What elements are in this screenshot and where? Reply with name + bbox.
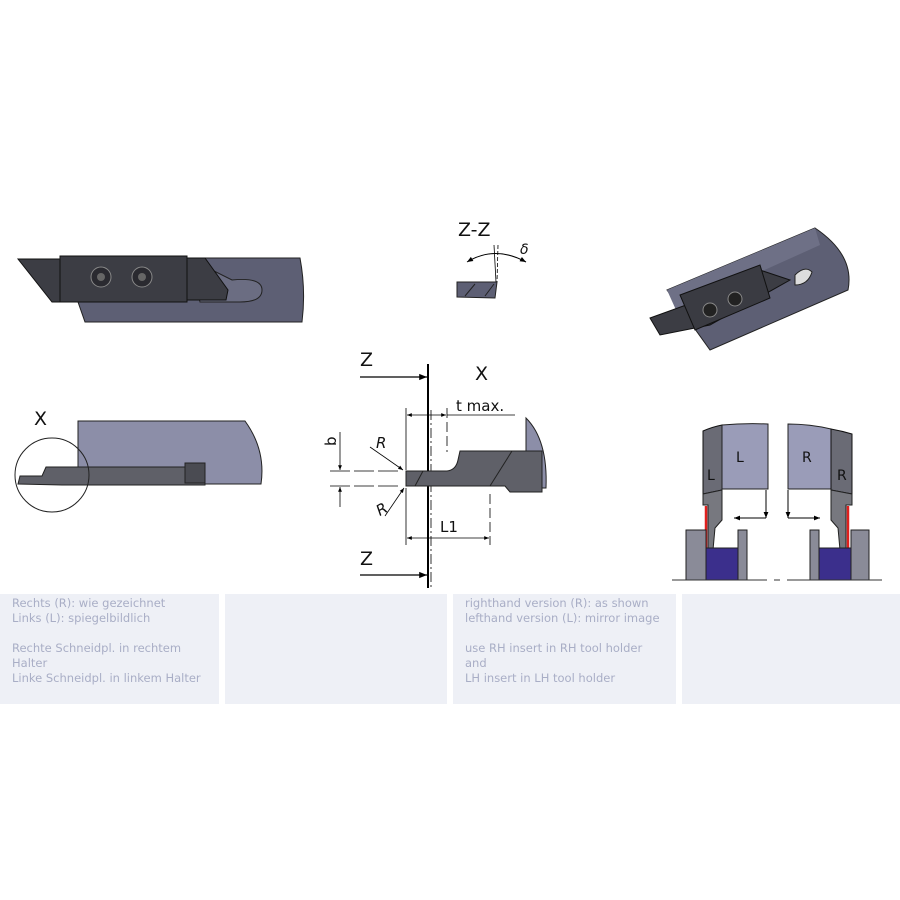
left-right-application-view: L L R R (672, 423, 882, 581)
cut-label-top: Z (360, 349, 373, 371)
label-left-insert: L (707, 468, 715, 484)
technical-drawing: Z-Z δ X Z Z X (14, 219, 882, 588)
info-text: Rechts (R): wie gezeichnet (12, 596, 166, 610)
dimension-r-bottom: R (373, 499, 391, 520)
info-text: lefthand version (L): mirror image (465, 611, 660, 625)
dimension-r-top: R (376, 434, 386, 452)
tool-holder-side-view (16, 255, 305, 323)
info-text: Rechte Schneidpl. in rechtem Halter (12, 641, 182, 670)
info-box-german: Rechts (R): wie gezeichnet Links (L): sp… (0, 594, 219, 704)
screw-icon (727, 291, 743, 307)
info-text: Linke Schneidpl. in linkem Halter (12, 671, 201, 685)
label-right-block: R (802, 450, 812, 466)
info-box-empty (682, 594, 900, 704)
info-text: Links (L): spiegelbildlich (12, 611, 151, 625)
label-left-block: L (736, 450, 744, 466)
screw-icon (90, 266, 112, 288)
detail-label: X (34, 408, 47, 430)
screw-icon (702, 302, 718, 318)
dimension-t-max: t max. (456, 397, 504, 415)
section-label: Z-Z (458, 219, 491, 241)
dimension-b: b (322, 436, 340, 446)
angle-symbol: δ (520, 242, 529, 258)
detail-label: X (475, 363, 488, 385)
tool-holder-3d-view (649, 227, 850, 351)
detail-x-overview: X (14, 408, 263, 513)
dimension-l1: L1 (440, 518, 458, 536)
info-box-empty (225, 594, 447, 704)
info-box-english: righthand version (R): as shown lefthand… (453, 594, 676, 704)
info-text: righthand version (R): as shown (465, 596, 649, 610)
screw-icon (131, 266, 153, 288)
section-z-z: Z-Z δ (456, 219, 529, 299)
info-text: LH insert in LH tool holder (465, 671, 616, 685)
label-right-insert: R (837, 468, 847, 484)
cut-label-bottom: Z (360, 548, 373, 570)
info-text: use RH insert in RH tool holder and (465, 641, 643, 670)
detail-x-dimensioned: Z Z X t max. b R R L1 (322, 349, 547, 588)
